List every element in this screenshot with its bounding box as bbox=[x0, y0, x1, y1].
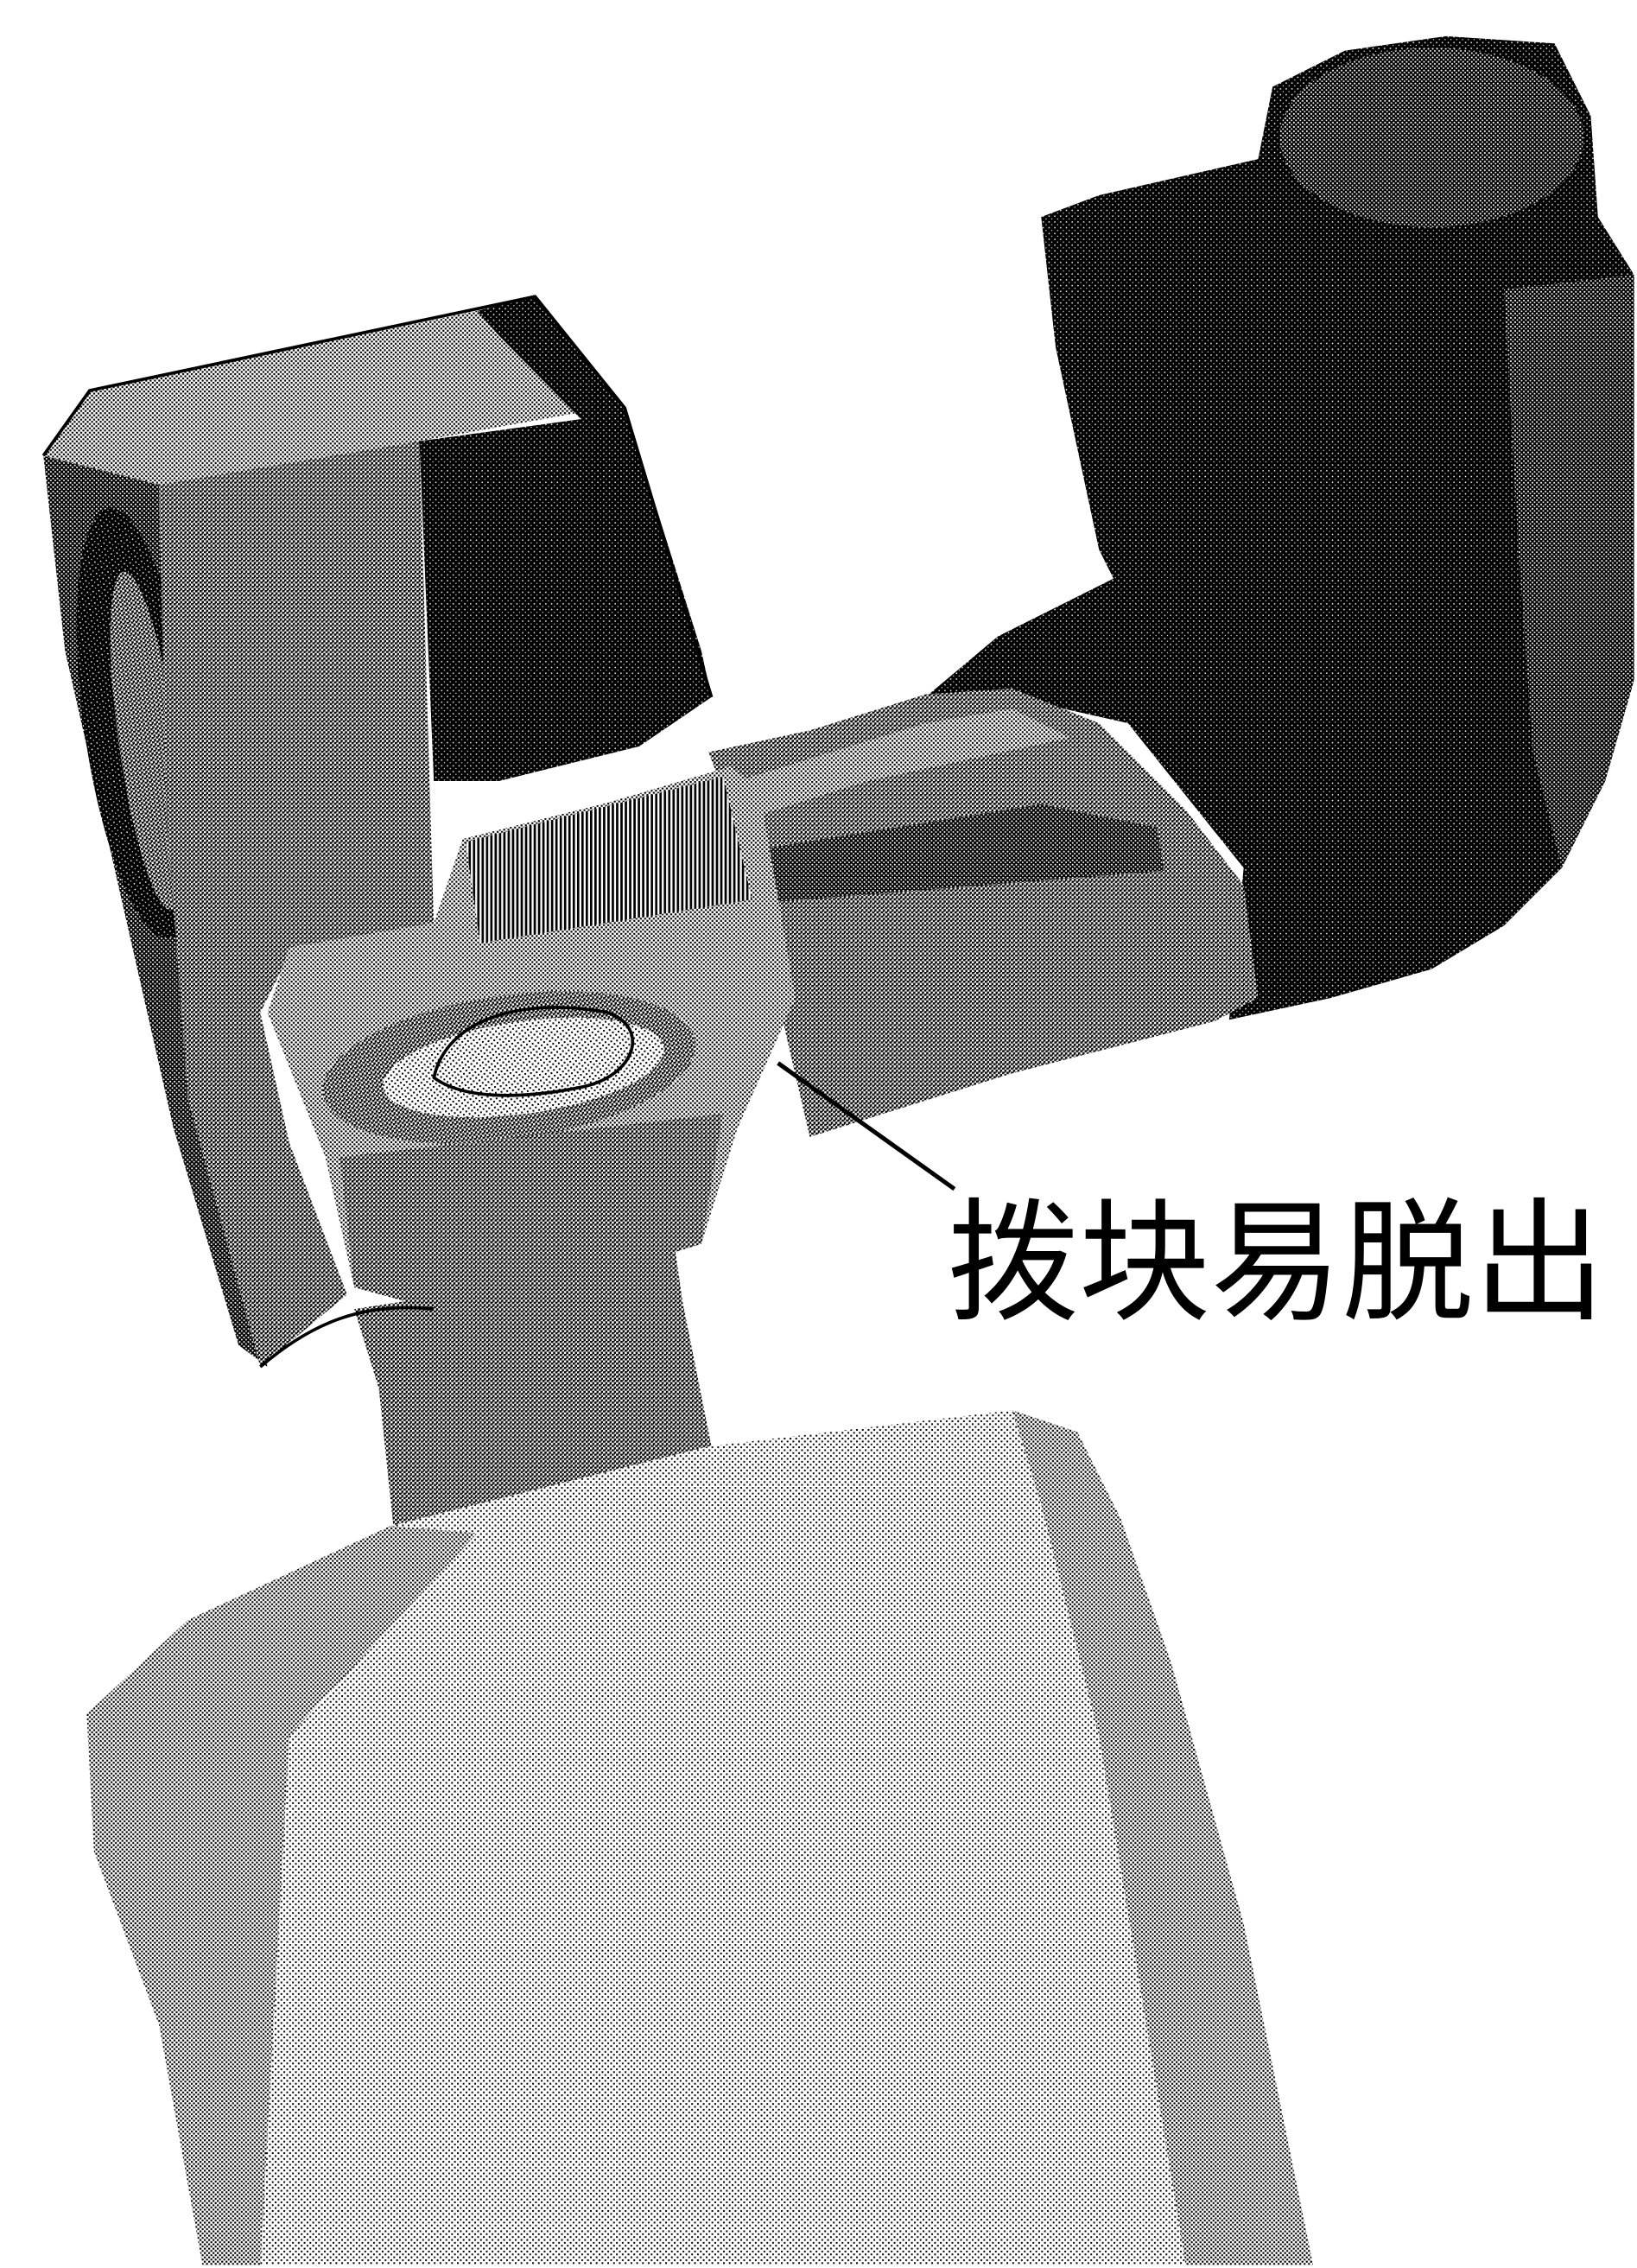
actuator-cylinder-cap bbox=[1279, 48, 1584, 227]
annotation-leader-line bbox=[777, 1061, 956, 1191]
clevis-outline bbox=[41, 295, 714, 698]
main-body bbox=[86, 1410, 1314, 2265]
actuator-side-face bbox=[1503, 275, 1634, 868]
dark-actuator-body bbox=[925, 35, 1634, 1020]
clevis-pin-hole-inner bbox=[110, 571, 185, 910]
annotation-label: 拨块易脱出 bbox=[947, 1186, 1605, 1341]
shift-block-pin bbox=[432, 1006, 634, 1097]
rod-highlight bbox=[737, 708, 1070, 817]
clevis-bottom-edge bbox=[259, 1306, 435, 1369]
neck-column bbox=[354, 1200, 712, 1527]
main-body-right-shadow bbox=[1012, 1410, 1314, 2265]
clevis-inner-notch bbox=[419, 408, 712, 782]
shift-block-collar bbox=[466, 776, 752, 943]
clevis-top-face bbox=[43, 296, 622, 485]
rod-groove bbox=[752, 804, 1164, 903]
main-body-shadow bbox=[86, 1526, 478, 2265]
clevis-top-edge-shadow bbox=[477, 296, 625, 420]
clevis-front-face bbox=[159, 441, 435, 1368]
connecting-rod bbox=[708, 688, 1259, 1137]
